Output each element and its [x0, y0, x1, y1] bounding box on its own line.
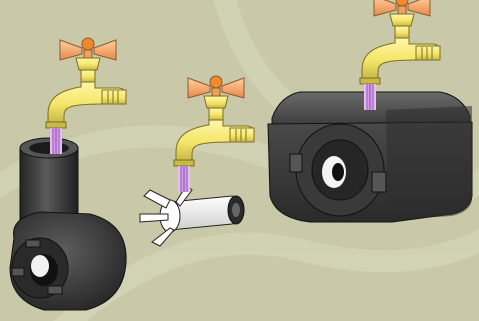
- tap-middle: [174, 76, 254, 192]
- elbow-pump: [10, 138, 126, 310]
- pump-housing-box: [268, 92, 472, 222]
